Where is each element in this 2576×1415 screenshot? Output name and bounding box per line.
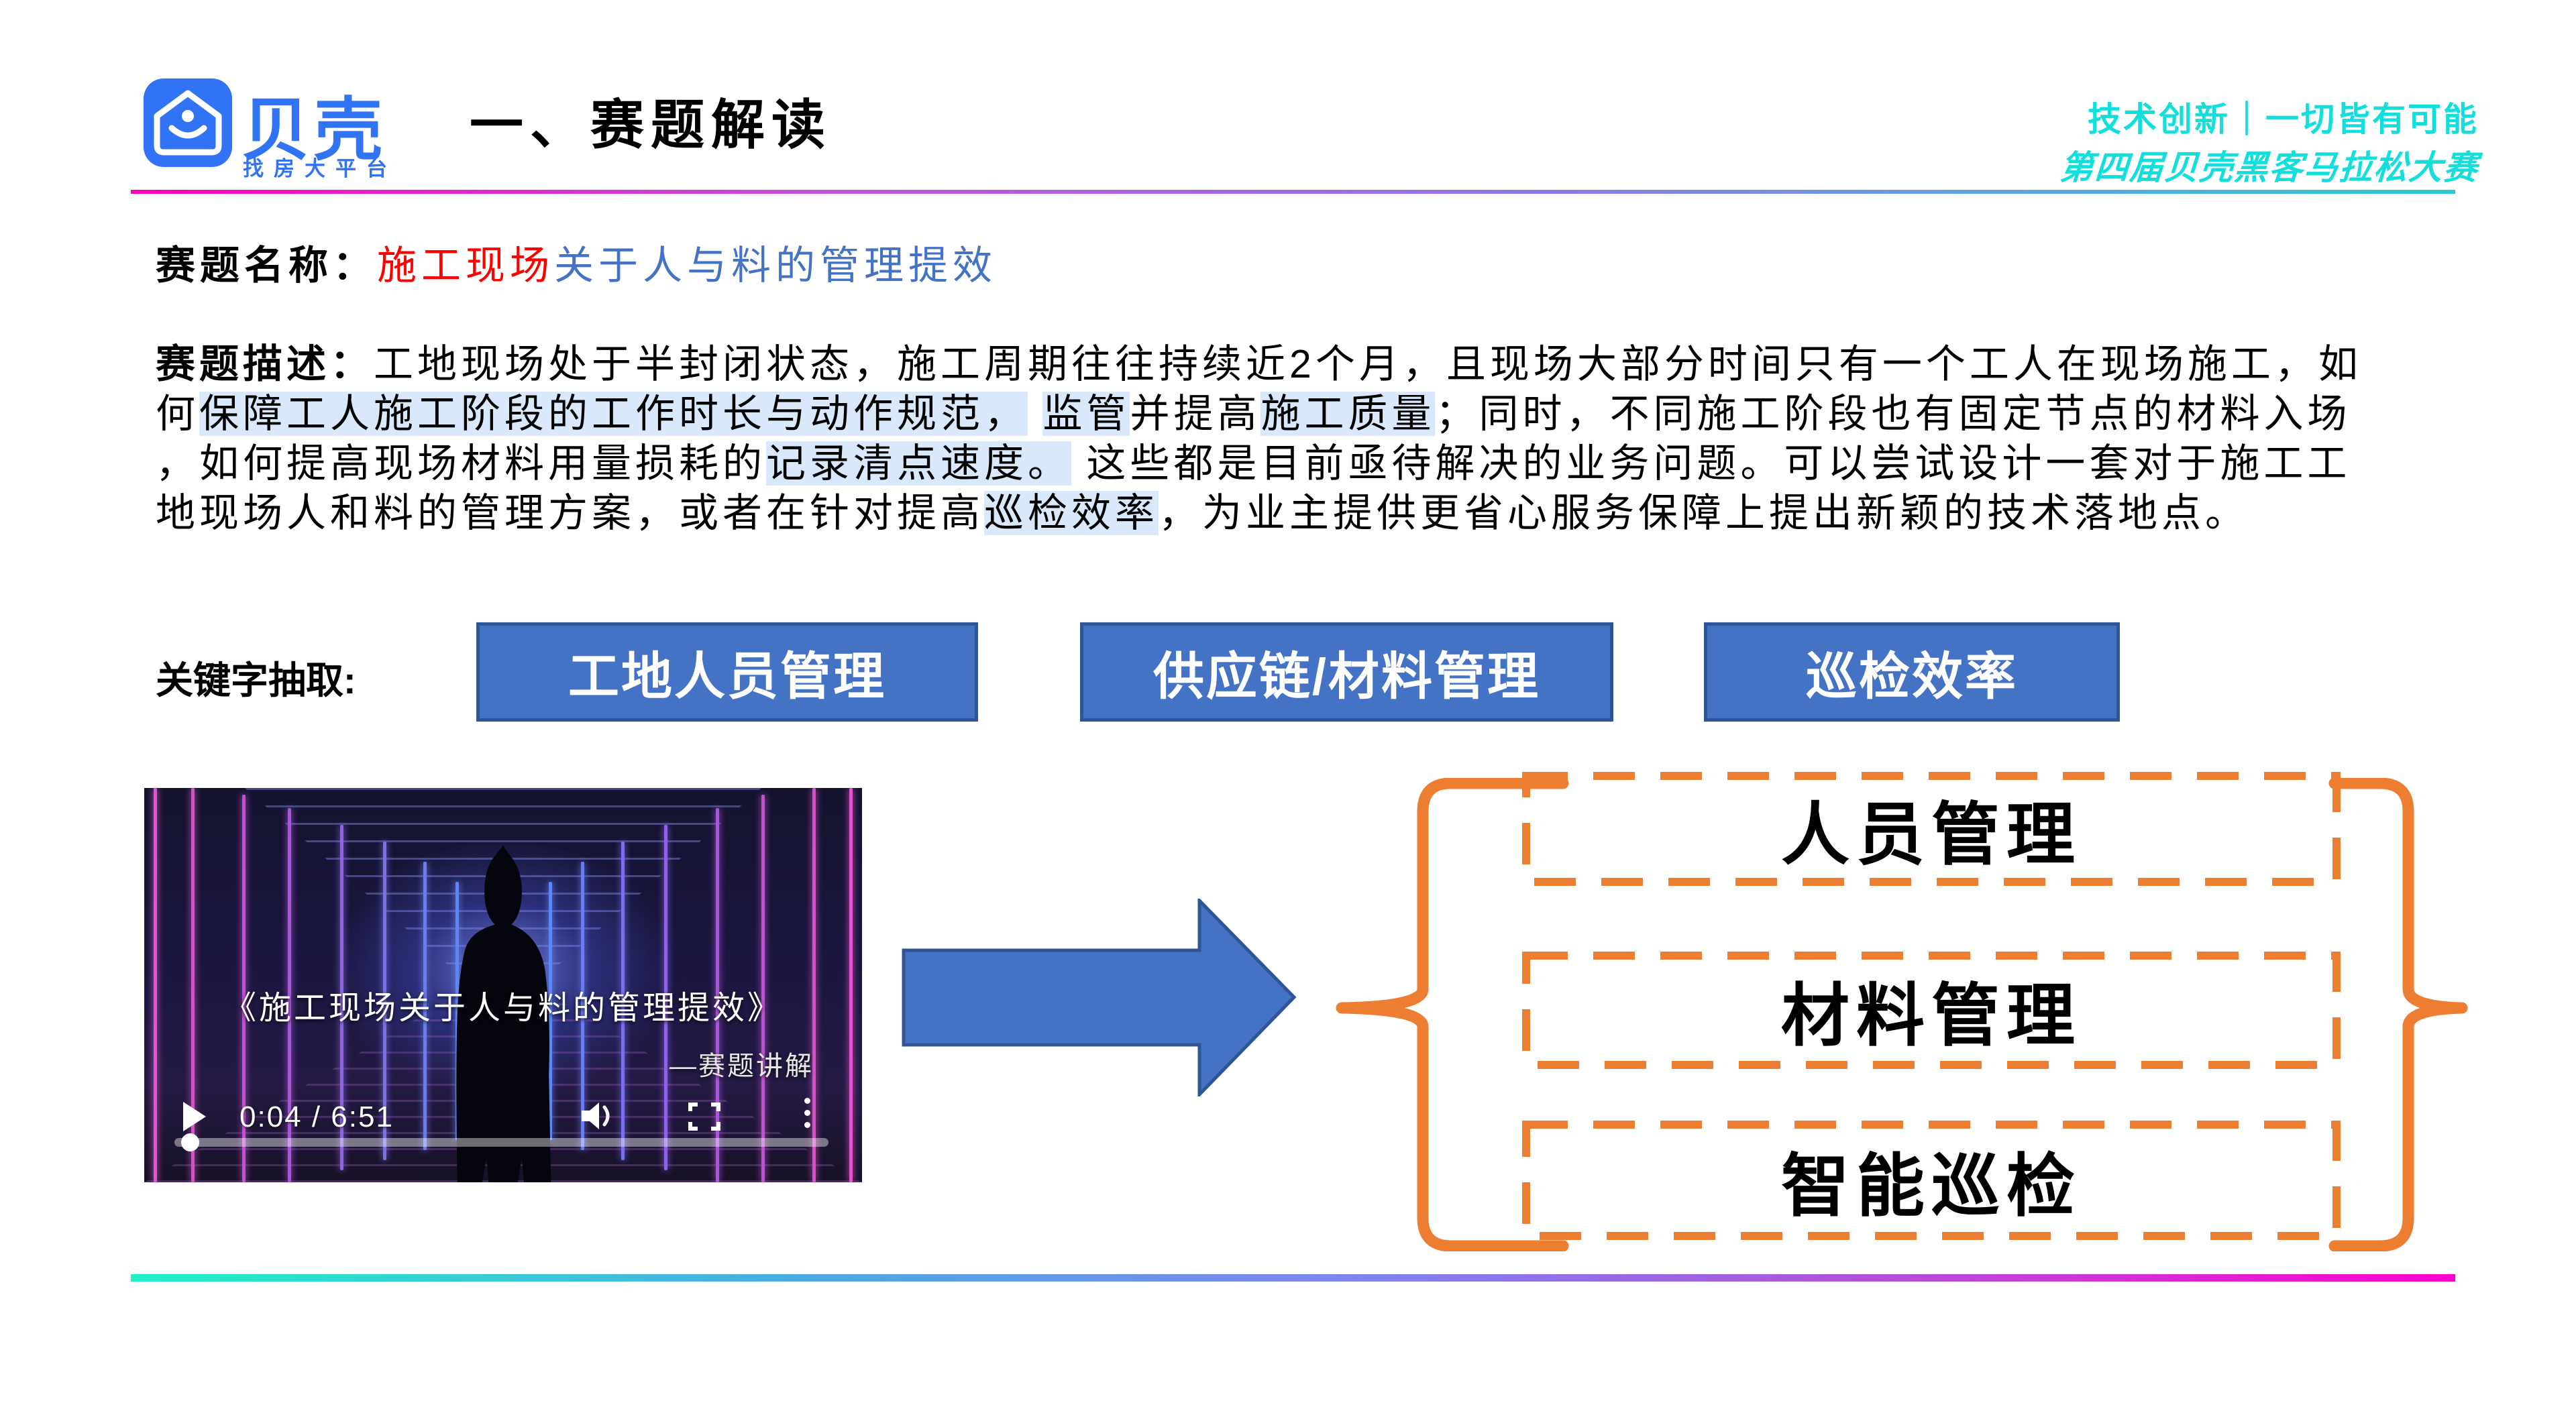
video-time: 0:04 / 6:51 [239, 1100, 394, 1133]
video-player[interactable]: 《施工现场关于人与料的管理提效》 —赛题讲解 0:04 / 6:51 [144, 788, 862, 1182]
neon-line [761, 795, 765, 1182]
outcome-box-inspection: 智能巡检 [1521, 1120, 2341, 1241]
slogan-line1: 技术创新｜一切皆有可能 [2088, 101, 2479, 138]
keyword-box-site-staff: 工地人员管理 [476, 622, 978, 722]
keyword-box-inspection: 巡检效率 [1704, 622, 2120, 722]
neon-line [549, 882, 552, 1140]
right-brace [2328, 777, 2489, 1255]
beike-logo-text: 贝壳 [241, 92, 386, 168]
kebab-menu-icon[interactable] [804, 1098, 810, 1128]
slogan-line2: 第四届贝壳黑客马拉松大赛 [2058, 149, 2480, 186]
description-line: ，如何提高现场材料用量损耗的记录清点速度。 这些都是目前亟待解决的业务问题。可以… [156, 441, 2351, 486]
neon-line [340, 825, 343, 1170]
topic-name-label: 赛题名称： [156, 243, 378, 288]
page-title: 一、赛题解读 [470, 95, 832, 155]
video-subtitle: —赛题讲解 [669, 1052, 814, 1081]
neon-line [242, 795, 246, 1182]
progress-bar[interactable] [174, 1133, 828, 1151]
left-brace [1335, 777, 1570, 1255]
footer-divider [131, 1274, 2455, 1282]
neon-line [716, 808, 719, 1182]
neon-line [154, 788, 157, 1182]
neon-line [288, 808, 291, 1182]
neon-line [849, 788, 853, 1182]
description-line: 赛题描述：工地现场处于半封闭状态，施工周期往往持续近2个月，且现场大部分时间只有… [156, 342, 2362, 386]
neon-line [812, 788, 816, 1182]
topic-name-red: 施工现场 [377, 243, 555, 288]
neon-line [664, 825, 667, 1170]
outcome-label: 人员管理 [1781, 797, 2082, 874]
neon-line [581, 862, 584, 1150]
outcome-box-materials: 材料管理 [1521, 951, 2341, 1070]
topic-description: 赛题描述：工地现场处于半封闭状态，施工周期往往持续近2个月，且现场大部分时间只有… [156, 339, 2362, 538]
neon-line [191, 788, 195, 1182]
description-line: 地现场人和料的管理方案，或者在针对提高巡检效率，为业主提供更省心服务保障上提出新… [156, 491, 2249, 535]
neon-line [423, 862, 427, 1150]
volume-icon[interactable] [579, 1100, 618, 1135]
topic-name: 赛题名称：施工现场关于人与料的管理提效 [156, 233, 997, 290]
person-silhouette [399, 846, 607, 1182]
outcome-label: 材料管理 [1781, 979, 2082, 1055]
header-divider [131, 190, 2455, 194]
neon-line [621, 842, 625, 1160]
progress-thumb[interactable] [181, 1133, 199, 1151]
play-icon[interactable] [183, 1102, 206, 1135]
neon-line [383, 842, 386, 1160]
fullscreen-icon[interactable] [688, 1102, 721, 1135]
video-title: 《施工现场关于人与料的管理提效》 [223, 990, 782, 1026]
outcome-box-personnel: 人员管理 [1521, 771, 2341, 887]
beike-logo-icon [144, 78, 232, 167]
flow-arrow-icon [902, 896, 1297, 1100]
outcome-label: 智能巡检 [1781, 1149, 2082, 1225]
keyword-box-supply-chain: 供应链/材料管理 [1080, 622, 1613, 722]
neon-line [455, 882, 459, 1140]
beike-logo-subtitle: 找房大平台 [243, 157, 397, 180]
topic-name-blue: 关于人与料的管理提效 [554, 243, 998, 288]
keywords-label: 关键字抽取: [156, 659, 356, 701]
description-line: 何保障工人施工阶段的工作时长与动作规范， 监管并提高施工质量；同时，不同施工阶段… [156, 392, 2351, 436]
